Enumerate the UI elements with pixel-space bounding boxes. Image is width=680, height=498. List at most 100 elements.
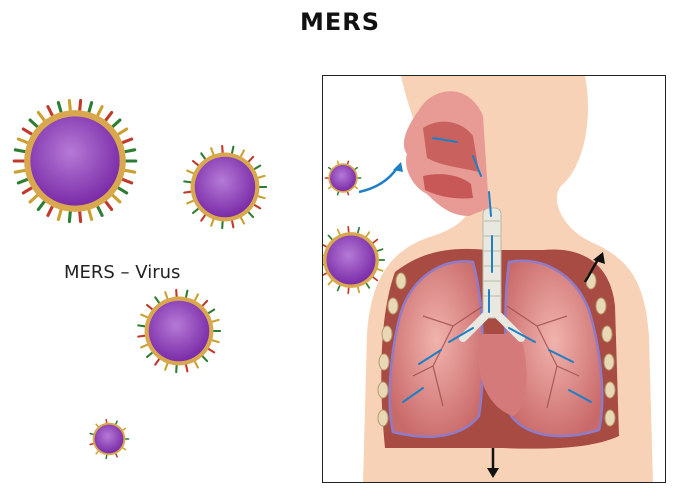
virus-spike xyxy=(200,152,207,160)
virus-spike xyxy=(210,147,215,156)
virus-spike xyxy=(116,186,129,195)
virus-spike xyxy=(140,313,149,319)
virus-spike xyxy=(257,195,266,200)
virus-spike xyxy=(327,185,332,190)
virus-icon-small xyxy=(89,418,130,460)
respiratory-diagram-panel xyxy=(322,75,666,483)
virus-spike xyxy=(186,169,195,175)
virus-spike xyxy=(154,358,161,366)
virus-spike xyxy=(323,272,328,277)
virus-icon-inhaled-medium xyxy=(323,225,386,295)
virus-spike xyxy=(146,351,154,359)
bronchial-tree xyxy=(412,305,580,409)
virus-spike xyxy=(253,203,262,210)
airflow-arrow-icon xyxy=(402,137,592,403)
virus-spike xyxy=(122,447,127,451)
virus-core xyxy=(330,165,356,191)
virus-spike xyxy=(13,148,27,154)
virus-spike xyxy=(211,318,220,323)
virus-spike xyxy=(67,98,72,112)
inhalation-arrow-icon xyxy=(358,167,399,194)
virus-spike xyxy=(239,216,245,225)
virus-spike xyxy=(356,286,361,294)
virus-spike xyxy=(372,238,379,244)
virus-spike xyxy=(21,127,34,136)
virus-spike xyxy=(111,193,122,204)
virus-spike xyxy=(336,191,340,196)
virus-spike xyxy=(28,193,39,204)
virus-spike xyxy=(354,185,359,190)
virus-spike xyxy=(116,127,129,136)
virus-spike xyxy=(95,423,100,428)
virus-spike xyxy=(78,210,83,224)
virus-spike xyxy=(346,191,350,196)
virus-icon-large xyxy=(12,98,138,224)
virus-spike xyxy=(247,211,255,219)
virus-spike xyxy=(87,208,94,221)
virus-spike xyxy=(365,231,371,238)
virus-core xyxy=(148,300,210,362)
diagram-title: MERS xyxy=(299,8,381,36)
virus-spike xyxy=(323,243,328,248)
virus-spike xyxy=(164,362,169,371)
virus-spike xyxy=(120,137,134,145)
virus-spike xyxy=(193,360,199,369)
virus-spike xyxy=(200,214,207,222)
virus-spike xyxy=(184,363,189,373)
virus-spike xyxy=(257,174,266,179)
virus-icon-inhaled-small xyxy=(324,160,362,196)
virus-spike xyxy=(336,160,340,165)
respiratory-system xyxy=(323,76,653,482)
virus-spike xyxy=(186,199,195,205)
virus-spike xyxy=(336,228,341,236)
virus-spike xyxy=(183,180,192,184)
virus-spike xyxy=(210,218,215,227)
virus-core xyxy=(30,116,120,206)
virus-spike xyxy=(323,263,325,266)
nasal-cavity xyxy=(423,121,479,172)
virus-spike xyxy=(137,324,146,328)
bronchi xyxy=(459,312,525,342)
virus-icon-medium-top xyxy=(183,144,268,230)
virus-core xyxy=(94,424,124,454)
virus-spike xyxy=(201,355,209,363)
virus-spike xyxy=(21,186,34,195)
virus-spike xyxy=(365,282,371,289)
virus-spike xyxy=(253,164,262,171)
virus-spike xyxy=(323,254,325,257)
virus-spike xyxy=(346,160,350,165)
mouth-tongue xyxy=(423,174,473,199)
virus-spike xyxy=(207,308,216,315)
virus-label: MERS – Virus xyxy=(64,262,181,283)
virus-spike xyxy=(354,166,359,171)
virus-spike xyxy=(56,101,63,114)
virus-spike xyxy=(104,110,114,122)
virus-spike xyxy=(36,110,46,122)
virus-spike xyxy=(140,343,149,349)
virus-spike xyxy=(89,432,95,436)
virus-spike xyxy=(95,450,100,455)
virus-spike xyxy=(28,118,39,129)
virus-spike xyxy=(13,168,27,174)
virus-core xyxy=(326,235,376,285)
virus-spike xyxy=(327,234,333,241)
virus-spike xyxy=(123,168,137,174)
virus-spike xyxy=(376,268,384,272)
virus-spike xyxy=(207,347,216,354)
virus-spike xyxy=(96,204,104,217)
rib-markers xyxy=(377,272,616,427)
virus-spike xyxy=(211,339,220,344)
virus-spike xyxy=(239,149,245,158)
virus-spike xyxy=(193,293,199,302)
virus-spike xyxy=(122,427,127,431)
virus-core xyxy=(194,156,256,218)
virus-spike xyxy=(146,303,154,311)
virus-icon-medium-center xyxy=(137,288,222,374)
virus-spike xyxy=(123,148,137,154)
virus-spike xyxy=(46,204,54,217)
virus-spike xyxy=(137,334,146,338)
virus-spike xyxy=(120,177,134,185)
virus-spike xyxy=(56,208,63,221)
virus-spike xyxy=(230,219,235,229)
heart xyxy=(478,334,527,416)
